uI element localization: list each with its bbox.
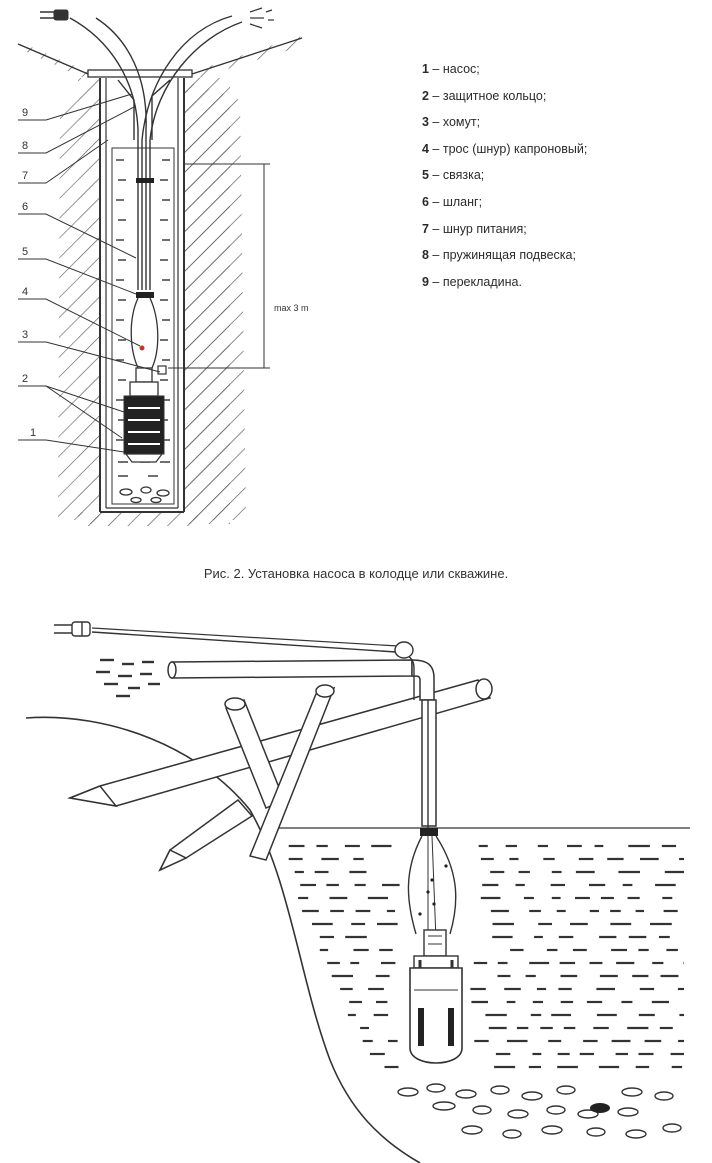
- bank-line: [25, 716, 421, 1163]
- rope-knot: [139, 345, 145, 351]
- callout-6: 6: [22, 201, 28, 213]
- depth-dimension: [168, 163, 270, 369]
- callout-leaders: [18, 93, 161, 453]
- callout-9: 9: [22, 107, 28, 119]
- horizontal-pole: [67, 678, 493, 808]
- callout-4: 4: [22, 286, 28, 298]
- callout-8: 8: [22, 140, 28, 152]
- clamp: [157, 365, 167, 375]
- pond-pump: [409, 929, 463, 1064]
- legend-item-1: 1 – насос;: [422, 62, 480, 76]
- legend-item-2: 2 – защитное кольцо;: [422, 88, 547, 103]
- legend-item-7: 7 – шнур питания;: [422, 221, 527, 236]
- binding: [136, 292, 154, 298]
- plug-icon: [40, 9, 69, 21]
- cord-hanger: [394, 641, 414, 659]
- legend-item-5: 5 – связка;: [422, 168, 485, 183]
- well-pebbles: [119, 486, 170, 504]
- figure-caption: Рис. 2. Установка насоса в колодце или с…: [203, 566, 509, 581]
- dimension-label: max 3 m: [274, 303, 309, 313]
- pond-pebbles: [397, 1083, 682, 1139]
- pump: [123, 367, 165, 463]
- legend-item-3: 3 – хомут;: [422, 115, 481, 130]
- legend-item-8: 8 – пружинящая подвеска;: [422, 248, 576, 263]
- callout-3: 3: [22, 329, 28, 341]
- legend-item-6: 6 – шланг;: [422, 194, 483, 209]
- callout-7: 7: [22, 170, 28, 182]
- plug-icon: [54, 621, 91, 637]
- pond-binding: [420, 828, 438, 836]
- pond-water-marks: [288, 844, 684, 1069]
- pond-diagram: [25, 621, 690, 1163]
- rope-dots: [418, 864, 448, 916]
- outlet-hose: [167, 659, 437, 827]
- legend-item-9: 9 – перекладина.: [422, 274, 522, 289]
- well-diagram: max 3 m 9 8 7 6 5 4 3 2 1: [17, 7, 309, 526]
- callout-1: 1: [30, 427, 36, 439]
- legend-list: 1 – насос; 2 – защитное кольцо; 3 – хому…: [422, 56, 587, 295]
- hose-band: [136, 178, 154, 183]
- legend-item-4: 4 – трос (шнур) капроновый;: [422, 141, 588, 156]
- ground-right-surface: [192, 36, 302, 80]
- ground-left-surface: [18, 42, 88, 80]
- callout-5: 5: [22, 246, 28, 258]
- outlet-spray: [96, 658, 160, 698]
- water-spray: [249, 7, 274, 29]
- callout-2: 2: [22, 373, 28, 385]
- hose-and-cord: [69, 15, 243, 290]
- support-stakes: [158, 684, 336, 872]
- soil-left: [78, 78, 100, 524]
- dark-stone: [590, 1103, 610, 1113]
